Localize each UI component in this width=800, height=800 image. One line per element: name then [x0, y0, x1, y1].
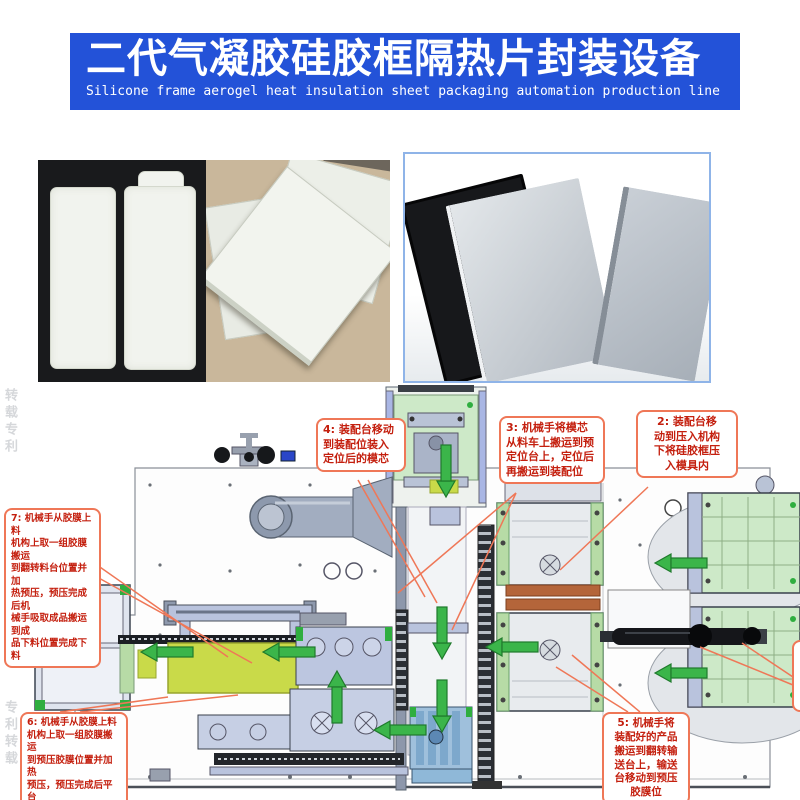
central-transfer-column [395, 506, 502, 791]
suction-tube [249, 476, 393, 558]
silicone-sheet [50, 187, 116, 369]
photo-dark-background [38, 160, 206, 382]
annotation-leader-lines [59, 479, 794, 713]
assembly-stations [496, 476, 604, 712]
watermark: 转载专利 [2, 388, 17, 456]
annotation-step-7: 7: 机械手从胶膜上料 机构上取一组胶膜搬运 到翻转料台位置并加 热预压，预压完… [4, 508, 101, 669]
production-line-diagram [34, 385, 800, 791]
robot-arm [600, 589, 767, 649]
photo-tan-background [206, 160, 390, 382]
valve-assembly [214, 433, 296, 467]
annotation-step-2: 2: 装配台移 动到压入机构 下将硅胶框压 入模具内 [636, 410, 738, 479]
product-photo-right [403, 152, 711, 383]
bottom-conveyor [149, 753, 409, 782]
watermark: 专利转载 [2, 700, 17, 768]
page-title: 二代气凝胶硅胶框隔热片封装设备 [86, 36, 701, 82]
grey-insulation-plate [592, 186, 709, 381]
pallet-racks [687, 492, 800, 708]
annotation-step-6: 6: 机械手从胶膜上料 机构上取一组胶膜搬运 到预压胶膜位置并加热 预压，预压完… [20, 712, 128, 800]
title-banner: 二代气凝胶硅胶框隔热片封装设备 Silicone frame aerogel h… [70, 33, 740, 110]
product-photo-left [38, 160, 390, 382]
annotation-step-1: 1: [792, 640, 800, 712]
annotation-step-3: 3: 机械手将模芯 从料车上搬运到预 定位台上，定位后 再搬运到装配位 [499, 416, 605, 485]
annotation-step-5: 5: 机械手将 装配好的产品 搬运到翻转输 送台上，输送 台移动到预压 胶膜位 [602, 712, 690, 800]
silicone-sheet [124, 186, 196, 370]
page-subtitle: Silicone frame aerogel heat insulation s… [86, 84, 720, 99]
annotation-step-4: 4: 装配台移动 到装配位装入 定位后的模芯 [316, 418, 406, 472]
